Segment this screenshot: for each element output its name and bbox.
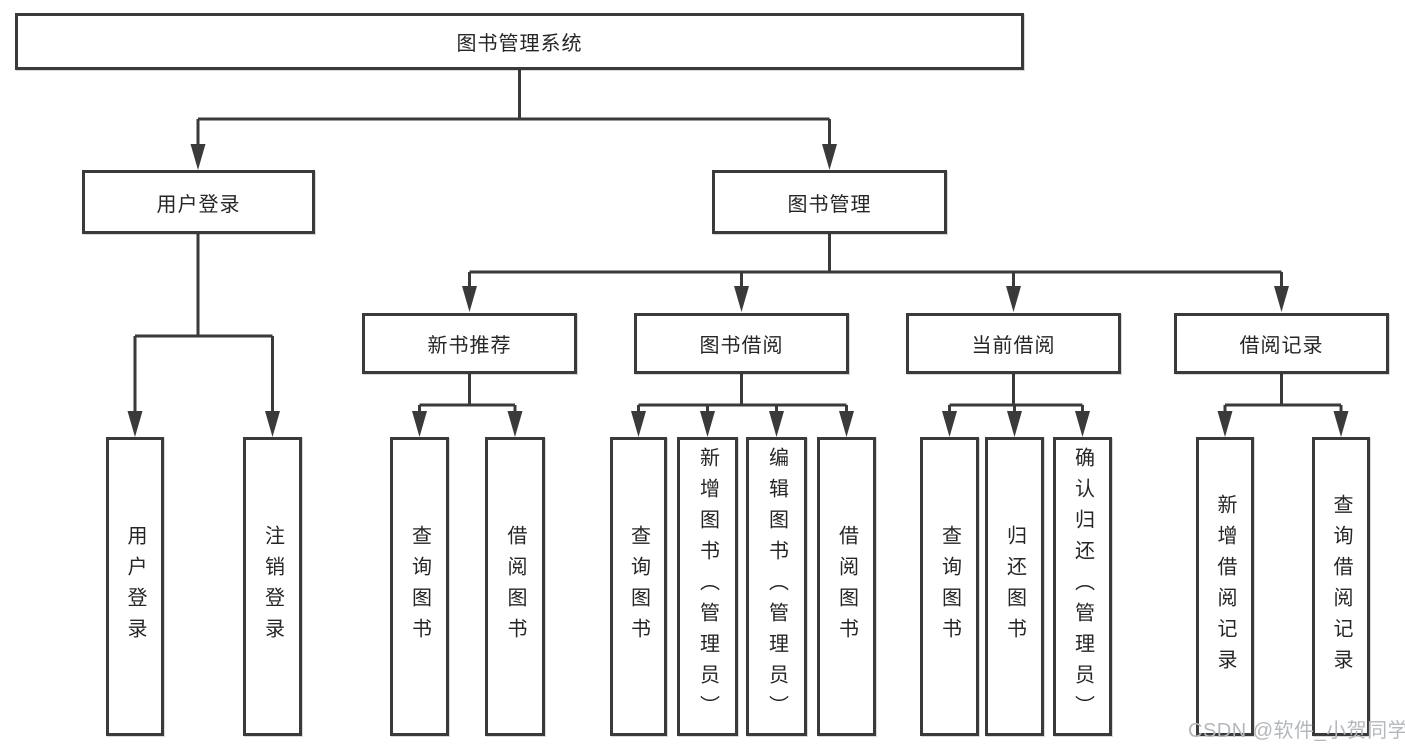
leaf-borrow-books-borrowing: 借阅图书 <box>817 437 876 736</box>
leaf-add-borrow-record: 新增借阅记录 <box>1196 437 1254 736</box>
node-root: 图书管理系统 <box>15 13 1024 70</box>
leaf-query-borrow-record-label: 查询借阅记录 <box>1330 493 1352 680</box>
connector-root-to-level2 <box>190 70 837 170</box>
leaf-return-books: 归还图书 <box>985 437 1044 736</box>
node-borrow-records: 借阅记录 <box>1174 313 1389 374</box>
leaf-query-borrow-record: 查询借阅记录 <box>1312 437 1370 736</box>
leaf-logout-label: 注销登录 <box>261 524 284 649</box>
leaf-query-books-borrowing-label: 查询图书 <box>627 524 650 649</box>
leaf-query-books-recommend-label: 查询图书 <box>408 524 431 649</box>
connector-user-login-children <box>127 234 280 437</box>
connector-new-book-children <box>412 374 523 437</box>
leaf-logout: 注销登录 <box>243 437 302 736</box>
connector-book-borrowing-children <box>631 374 854 437</box>
leaf-query-books-borrowing: 查询图书 <box>610 437 667 736</box>
leaf-add-borrow-record-label: 新增借阅记录 <box>1214 493 1236 680</box>
connector-book-management-children <box>462 234 1289 312</box>
leaf-borrow-books-borrowing-label: 借阅图书 <box>835 524 858 649</box>
leaf-query-books-recommend: 查询图书 <box>390 437 449 736</box>
node-current-borrowing: 当前借阅 <box>906 313 1121 374</box>
leaf-return-books-label: 归还图书 <box>1003 524 1026 649</box>
node-book-borrowing: 图书借阅 <box>634 313 849 374</box>
node-new-book-recommend: 新书推荐 <box>362 313 577 374</box>
leaf-query-books-current: 查询图书 <box>920 437 979 736</box>
connector-current-borrowing-children <box>942 374 1090 437</box>
leaf-add-book-admin-label: 新增图书（管理员） <box>696 447 719 726</box>
leaf-user-login: 用户登录 <box>106 437 164 736</box>
watermark: CSDN @软件_小贺同学 <box>1188 720 1405 742</box>
leaf-edit-book-admin: 编辑图书（管理员） <box>746 437 807 736</box>
node-book-management: 图书管理 <box>712 170 947 234</box>
leaf-user-login-label: 用户登录 <box>124 524 146 649</box>
connector-borrow-records-children <box>1217 374 1349 437</box>
leaf-query-books-current-label: 查询图书 <box>938 524 961 649</box>
leaf-borrow-books-recommend: 借阅图书 <box>485 437 545 736</box>
node-user-login: 用户登录 <box>82 170 315 234</box>
leaf-confirm-return-admin: 确认归还（管理员） <box>1053 437 1112 736</box>
leaf-edit-book-admin-label: 编辑图书（管理员） <box>765 447 788 726</box>
leaf-borrow-books-recommend-label: 借阅图书 <box>504 524 526 649</box>
leaf-add-book-admin: 新增图书（管理员） <box>677 437 738 736</box>
leaf-confirm-return-admin-label: 确认归还（管理员） <box>1071 447 1094 726</box>
